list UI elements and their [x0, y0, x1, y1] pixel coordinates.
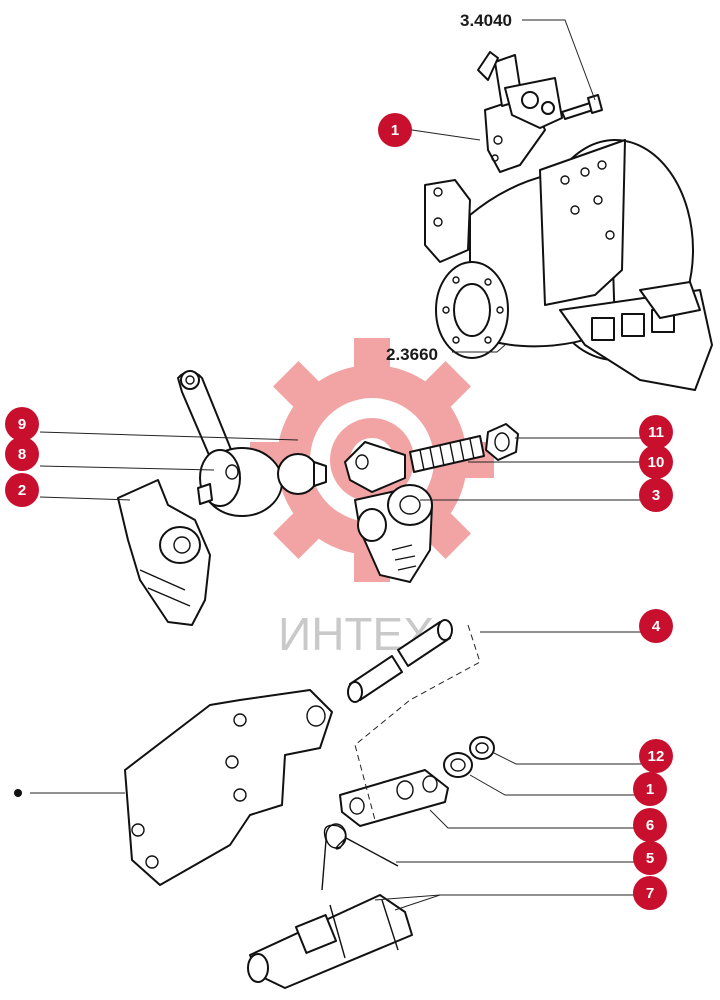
marker-12: 12	[639, 739, 673, 773]
ref-2-3660: 2.3660	[386, 345, 438, 364]
svg-text:5: 5	[646, 850, 654, 867]
marker-10: 10	[639, 445, 673, 479]
lever-hub	[197, 447, 283, 517]
mounting-bracket	[117, 479, 211, 626]
adjuster-nut	[485, 423, 519, 461]
svg-text:4: 4	[652, 618, 661, 635]
marker-7: 7	[633, 876, 667, 910]
marker-1-top: 1	[378, 113, 412, 147]
svg-text:6: 6	[646, 817, 654, 834]
lock-nut	[469, 736, 495, 760]
bolt-3-4040	[561, 94, 603, 120]
sensor-unit	[247, 894, 413, 989]
axle-housing	[424, 139, 713, 391]
washer	[443, 752, 473, 778]
svg-text:1: 1	[391, 122, 399, 139]
marker-5: 5	[633, 841, 667, 875]
svg-text:3: 3	[652, 487, 660, 504]
svg-text:11: 11	[648, 424, 664, 441]
svg-text:7: 7	[646, 885, 654, 902]
pin-lower	[347, 655, 403, 703]
marker-11: 11	[639, 415, 673, 449]
lever-arm	[177, 370, 233, 463]
marker-2: 2	[5, 473, 39, 507]
callout-markers: 1 9 8 2 11 10 3 4	[5, 113, 673, 910]
svg-text:9: 9	[18, 416, 26, 433]
marker-9: 9	[5, 407, 39, 441]
retainer-plate	[339, 769, 449, 827]
svg-text:8: 8	[18, 446, 26, 463]
marker-4: 4	[639, 609, 673, 643]
marker-3: 3	[639, 478, 673, 512]
support-bracket	[124, 689, 333, 886]
svg-text:1: 1	[646, 781, 654, 798]
marker-8: 8	[5, 437, 39, 471]
bullet-dot	[14, 789, 22, 797]
svg-text:2: 2	[18, 482, 26, 499]
adjuster-screw	[409, 435, 485, 473]
marker-1-bottom: 1	[633, 772, 667, 806]
marker-6: 6	[633, 808, 667, 842]
svg-text:12: 12	[648, 748, 665, 765]
svg-text:10: 10	[648, 454, 665, 471]
leader-lines	[30, 19, 644, 911]
top-valve-assembly	[477, 51, 563, 173]
ref-3-4040: 3.4040	[460, 11, 512, 30]
ball-stud	[277, 453, 327, 495]
pin-upper	[397, 619, 453, 667]
adjuster-block	[344, 441, 433, 583]
spring	[321, 823, 399, 891]
